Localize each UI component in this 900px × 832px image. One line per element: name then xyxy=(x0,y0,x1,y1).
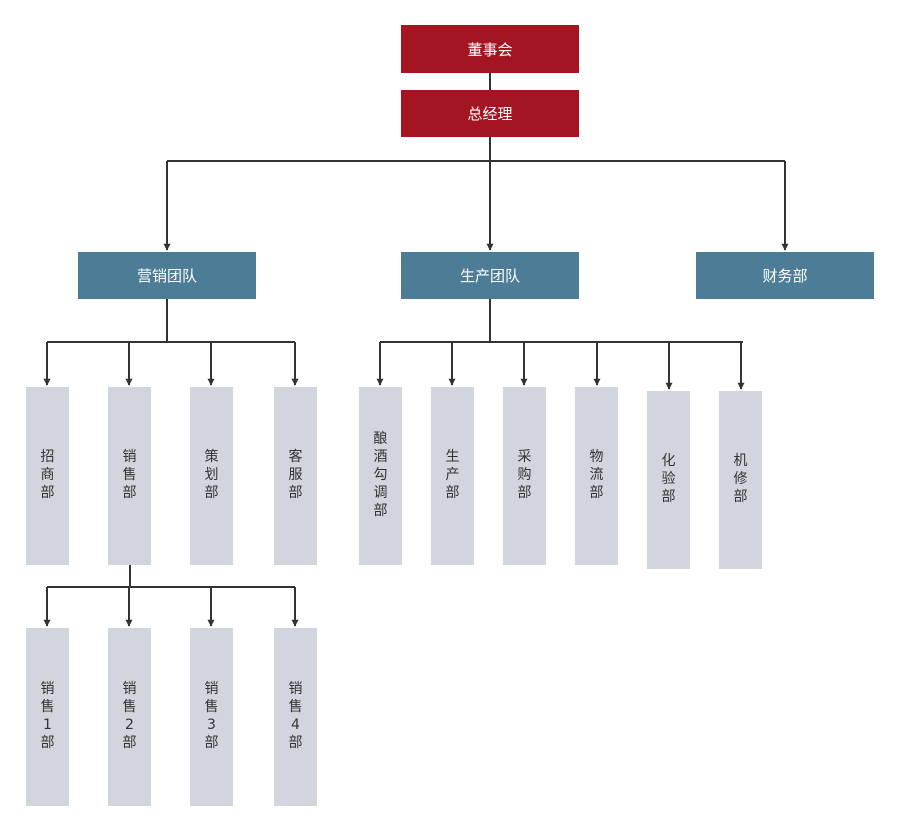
marketing-team-node: 营销团队 xyxy=(78,252,256,299)
board-label: 董事会 xyxy=(467,40,513,59)
marketing-team-label: 营销团队 xyxy=(136,267,197,285)
dept-label: 化验部 xyxy=(661,453,676,505)
finance-node: 财务部 xyxy=(696,252,874,299)
dept-wuliu: 物流部 xyxy=(575,387,618,565)
dept-label: 销售部 xyxy=(122,449,137,501)
production-team-node: 生产团队 xyxy=(401,252,579,299)
dept-label: 采购部 xyxy=(517,449,532,501)
dept-label: 机修部 xyxy=(733,453,748,505)
dept-caigou: 采购部 xyxy=(503,387,546,565)
dept-kefu: 客服部 xyxy=(274,387,317,565)
dept-label: 酿酒勾调部 xyxy=(373,431,388,519)
dept-zhaoshang: 招商部 xyxy=(26,387,69,565)
dept-label: 物流部 xyxy=(589,449,604,501)
dept-label: 客服部 xyxy=(288,449,303,501)
general-manager-label: 总经理 xyxy=(467,105,513,123)
dept-shengchan: 生产部 xyxy=(431,387,474,565)
dept-label: 策划部 xyxy=(204,449,219,501)
dept-huayan: 化验部 xyxy=(647,391,690,569)
general-manager-node: 总经理 xyxy=(401,90,579,137)
dept-cehua: 策划部 xyxy=(190,387,233,565)
finance-label: 财务部 xyxy=(762,267,808,285)
dept-label: 生产部 xyxy=(445,449,460,501)
dept-xiaoshou: 销售部 xyxy=(108,387,151,565)
dept-jixiu: 机修部 xyxy=(719,391,762,569)
production-team-label: 生产团队 xyxy=(459,267,520,285)
dept-label: 招商部 xyxy=(40,449,55,501)
dept-niangjiu-goutiao: 酿酒勾调部 xyxy=(359,387,402,565)
board-node: 董事会 xyxy=(401,25,579,73)
